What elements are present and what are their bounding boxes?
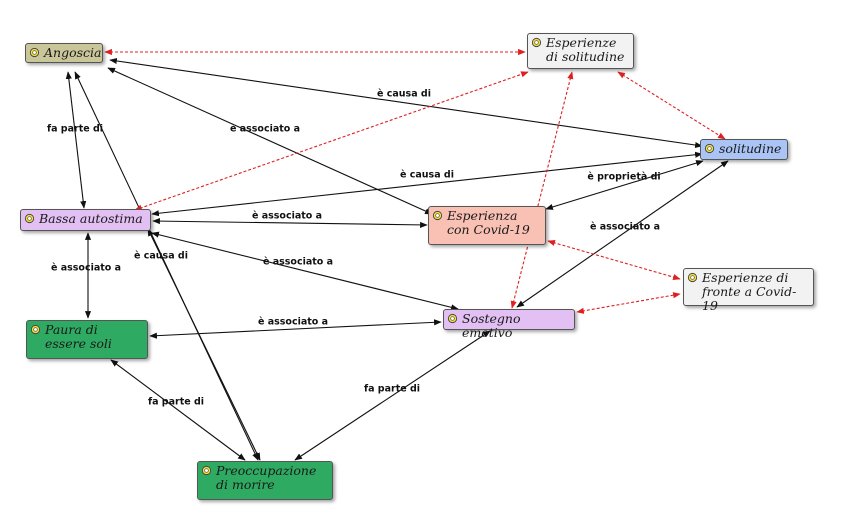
- code-icon: [29, 47, 40, 58]
- edge-label: è associato a: [257, 316, 329, 328]
- node-label: Sostegno emotivo: [462, 311, 521, 340]
- relation-line: [149, 319, 442, 339]
- node-label: Preoccupazione di morire: [216, 463, 317, 492]
- edge-label: fa parte di: [46, 123, 104, 135]
- relation-line: [110, 359, 246, 461]
- relation-line: [147, 228, 261, 461]
- code-icon: [531, 37, 542, 48]
- node-solitudine[interactable]: solitudine: [700, 139, 788, 160]
- node-label: Paura di essere soli: [45, 322, 112, 351]
- edge-label: è associato a: [251, 210, 323, 222]
- node-esperienze-di-solitudine[interactable]: Esperienze di solitudine: [527, 33, 634, 69]
- node-esperienza-con-covid-19[interactable]: Esperienza con Covid-19: [428, 206, 546, 245]
- edge-label: fa parte di: [363, 383, 421, 395]
- edge-label: è associato a: [229, 123, 301, 135]
- code-icon: [687, 272, 698, 283]
- relation-line: [109, 57, 703, 149]
- edge-label: è causa di: [400, 169, 454, 181]
- code-icon: [201, 465, 212, 476]
- edge-label: è causa di: [377, 88, 431, 100]
- node-label: solitudine: [719, 141, 782, 156]
- dashed-link-line: [576, 292, 681, 314]
- edge-label: è causa di: [134, 250, 188, 262]
- node-bassa-autostima[interactable]: Bassa autostima: [20, 209, 151, 231]
- node-label: Esperienze di solitudine: [546, 35, 625, 64]
- node-label: Esperienze di fronte a Covid-19: [702, 270, 797, 313]
- edge-label: fa parte di: [147, 396, 205, 408]
- code-icon: [30, 324, 41, 335]
- node-sostegno-emotivo[interactable]: Sostegno emotivo: [443, 309, 575, 340]
- relation-line: [65, 71, 87, 209]
- dashed-link-line: [134, 71, 529, 211]
- edge-label: è proprietà di: [587, 171, 661, 183]
- dashed-link-line: [547, 239, 681, 281]
- node-label: Angoscia: [44, 45, 102, 60]
- node-angoscia[interactable]: Angoscia: [25, 43, 103, 63]
- code-icon: [24, 213, 35, 224]
- code-icon: [432, 210, 443, 221]
- node-esperienze-di-fronte-a-covid-19[interactable]: Esperienze di fronte a Covid-19: [683, 268, 814, 313]
- relation-line: [152, 218, 428, 228]
- edge-label: è associato a: [262, 256, 334, 268]
- code-icon: [704, 143, 715, 154]
- edge-label: è associato a: [50, 262, 122, 274]
- relation-line: [151, 231, 459, 311]
- node-label: Esperienza con Covid-19: [447, 208, 530, 237]
- node-paura-di-essere-soli[interactable]: Paura di essere soli: [26, 320, 148, 359]
- code-icon: [447, 313, 458, 324]
- node-preoccupazione-di-morire[interactable]: Preoccupazione di morire: [197, 461, 333, 500]
- relation-line: [294, 330, 491, 461]
- relation-line: [151, 151, 703, 217]
- dashed-link-line: [617, 71, 726, 140]
- node-label: Bassa autostima: [39, 211, 143, 226]
- edge-label: è associato a: [589, 221, 661, 233]
- dashed-link-line: [510, 71, 574, 309]
